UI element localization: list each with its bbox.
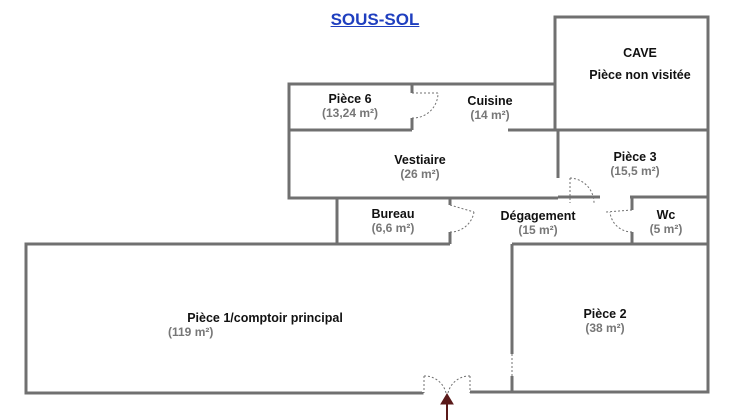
room-bureau: Bureau (6,6 m²) [345,207,441,235]
room-degagement: Dégagement (15 m²) [488,209,588,237]
room-vestiaire-area: (26 m²) [400,167,440,181]
room-wc-name: Wc [656,208,676,222]
room-bureau-name: Bureau [371,207,415,221]
room-cuisine-name: Cuisine [467,94,513,108]
room-degagement-name: Dégagement [500,209,576,223]
door-bureau [449,204,475,233]
wall-bureau [337,196,452,205]
room-piece2-name: Pièce 2 [583,307,627,321]
door-piece3 [569,177,595,204]
room-bureau-area: (6,6 m²) [371,221,415,235]
room-vestiaire-name: Vestiaire [394,153,446,167]
room-piece2-area: (38 m²) [585,321,625,335]
room-piece1-name: Pièce 1/comptoir principal [187,311,343,325]
doors [411,92,633,394]
room-vestiaire: Vestiaire (26 m²) [370,153,470,181]
room-piece3: Pièce 3 (15,5 m²) [585,150,685,178]
room-piece6-name: Pièce 6 [328,92,372,106]
room-piece6-area: (13,24 m²) [321,106,379,120]
room-degagement-area: (15 m²) [518,223,558,237]
room-cave-name: CAVE [623,46,657,60]
room-piece1-area: (119 m²) [168,325,214,339]
door-wc [605,209,633,233]
plan-title: SOUS-SOL [330,10,420,29]
room-cave-note: Pièce non visitée [589,68,691,82]
room-piece1: Pièce 1/comptoir principal (119 m²) [135,311,395,339]
room-cave: CAVE Pièce non visitée [575,46,705,82]
door-entrance-left [423,375,447,394]
room-piece6: Pièce 6 (13,24 m²) [295,92,405,120]
entrance-arrow [440,393,454,420]
room-wc-area: (5 m²) [649,222,683,236]
room-piece3-name: Pièce 3 [613,150,657,164]
walls [24,15,710,395]
door-entrance-right [447,375,471,394]
room-piece3-area: (15,5 m²) [610,164,660,178]
door-piece6 [411,92,439,119]
room-wc: Wc (5 m²) [636,208,696,236]
room-piece2: Pièce 2 (38 m²) [555,307,655,335]
outer-wall [24,15,710,395]
room-cuisine-area: (14 m²) [470,108,510,122]
room-cuisine: Cuisine (14 m²) [440,94,540,122]
